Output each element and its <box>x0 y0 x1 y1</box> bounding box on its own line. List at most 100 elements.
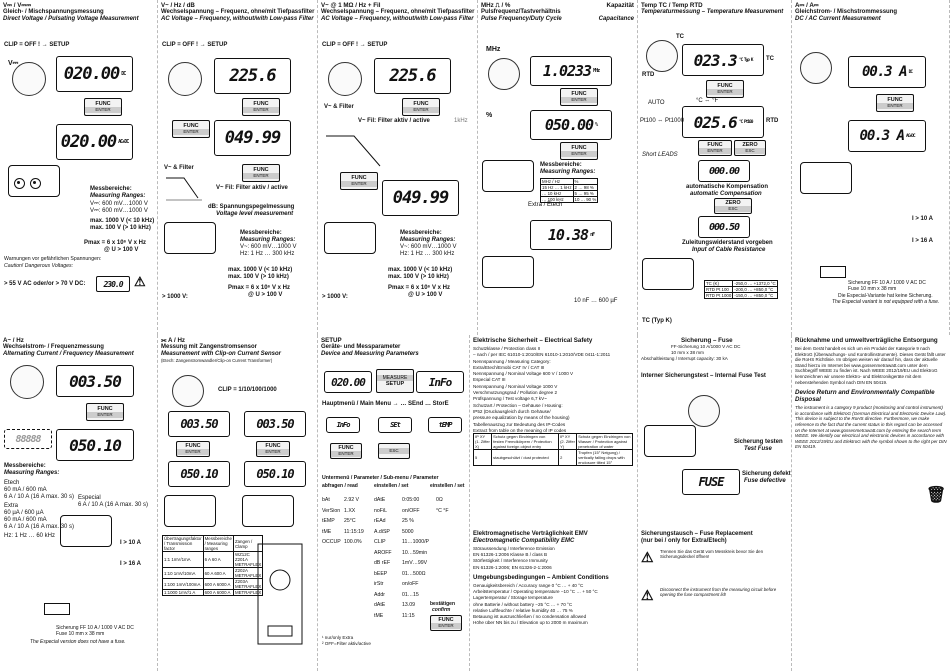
test-fuse-en: Test Fuse <box>744 446 772 452</box>
lcd-display-tc: 023.3 °C Typ K <box>682 44 764 76</box>
replace-text-de: Trennen Sie das Gerät vom Messkreis bevo… <box>660 549 764 560</box>
lcd-display-2: 003.50 <box>244 411 306 437</box>
capacitance-range: 10 nF … 600 µF <box>574 298 618 304</box>
etech-range-2: 6 A / 10 A (16 A max. 30 s) <box>4 494 75 500</box>
lcd-display-measure: 020.00 <box>324 371 372 393</box>
range-2: Hz: 1 Hz … 300 kHz <box>240 251 295 257</box>
ranges-de: Messbereiche: <box>540 162 582 168</box>
panel-setup: SETUP Geräte- und Messparameter Device a… <box>318 335 470 671</box>
submenu-title: Untermenü / Parameter / Sub-menu / Param… <box>322 475 439 481</box>
meter-jacks <box>60 515 112 547</box>
esc-button[interactable]: ESC <box>378 443 410 459</box>
rotary-switch[interactable] <box>488 58 520 90</box>
clip-note: CLIP = OFF ! → SETUP <box>322 42 388 48</box>
rotary-switch[interactable] <box>12 62 46 96</box>
lcd-display-ac: 225.6 <box>214 58 291 94</box>
rotary-switch[interactable] <box>800 52 832 84</box>
panel-line2: Pulse Frequency/Duty Cycle <box>481 16 562 22</box>
range-1: V~: 600 mV…1000 V <box>400 244 457 250</box>
warning-lcd: 230.0 <box>96 276 130 292</box>
meter-jacks <box>800 162 852 194</box>
lcd-display-1: 003.50 <box>168 411 230 437</box>
menu-item-temp[interactable]: tEMP <box>428 417 462 433</box>
panel-line1: Temperaturmessung – Temperature Measurem… <box>641 9 784 15</box>
mhz-label: MHz <box>486 46 501 53</box>
panel-temperature: Temp TC / Temp RTD Temperaturmessung – T… <box>638 0 792 335</box>
rotary-switch[interactable] <box>688 395 720 427</box>
ranges-en: Measuring Ranges: <box>540 169 596 175</box>
comp-en: automatic Compensation <box>690 191 762 197</box>
khz-label: 1kHz <box>454 118 468 124</box>
panel-title: V~ / Hz / dB <box>161 2 195 9</box>
lcd-display-dc: 020.00 DC <box>56 56 133 92</box>
fuse-note-en: The Especial variant is not equipped wit… <box>832 299 940 305</box>
jack-v[interactable] <box>14 178 25 189</box>
panel-title: Rücknahme und umweltverträgliche Entsorg… <box>795 337 938 344</box>
range-3: max. 1000 V (< 10 kHz) <box>228 267 293 273</box>
rotary-switch[interactable] <box>10 365 44 399</box>
lcd-display-hz: 049.99 <box>382 180 459 216</box>
lcd-display-rtd: 025.6 °C Pt100 <box>682 106 764 138</box>
lcd-display-comp: 000.00 <box>698 160 750 182</box>
lcd-unit: DC <box>121 71 126 77</box>
ranges-de: Messbereiche: <box>4 463 46 469</box>
test-fuse-de: Sicherung testen <box>734 439 783 445</box>
extra-range-1: 60 µA / 600 µA <box>4 510 44 516</box>
meter-jacks-2 <box>482 256 534 288</box>
unit-toggle: °C ⇔ °F <box>696 98 719 104</box>
etech-range-1: 60 mA / 600 mA <box>4 487 47 493</box>
menu-item-info[interactable]: InFo <box>326 417 360 433</box>
clip-note: CLIP = OFF ! → SETUP <box>162 42 228 48</box>
menu-item-set[interactable]: SEt <box>378 417 412 433</box>
col-set: einstellen / set <box>374 483 409 489</box>
rtd-label-2: RTD <box>766 118 779 124</box>
lcd-display-3: 050.10 <box>168 461 230 487</box>
rotary-switch[interactable] <box>328 62 362 96</box>
range-6: @ U > 100 V <box>408 292 443 298</box>
hz-range: Hz: 1 Hz … 60 kHz <box>4 533 56 539</box>
footnote-2: ² OFF=Filter aktiv/active <box>322 641 371 646</box>
ranges-en: Measuring Ranges: <box>4 470 60 476</box>
lcd-display-duty: 050.00 % <box>530 110 612 140</box>
rotary-switch[interactable] <box>172 375 204 407</box>
range-2: Hz: 1 Hz … 300 kHz <box>400 251 455 257</box>
fuse-defect-en: Fuse defective <box>744 478 786 484</box>
current-limit-10a: I > 10 A <box>120 540 141 546</box>
panel-line1: Gleich- / Mischspannungsmessung <box>3 9 104 15</box>
replace-title: Sicherungstausch – Fuse Replacement <box>641 531 753 537</box>
fuse-defect-de: Sicherung defekt <box>742 471 791 477</box>
filter-curve-icon <box>166 177 202 201</box>
rotary-switch[interactable] <box>168 62 202 96</box>
col-set-2: einstellen / set <box>430 483 465 489</box>
panel-title: ⫘ A / Hz <box>161 337 186 344</box>
rotary-switch[interactable] <box>646 40 678 72</box>
warning-threshold: > 1000 V: <box>162 294 188 300</box>
panel-line1: Pulsfrequenz/Tastverhältnis <box>481 9 561 15</box>
jack-com[interactable] <box>30 178 41 189</box>
lcd-display-4: 050.10 <box>244 461 306 487</box>
fuse-size: Fuse 10 mm x 38 mm <box>848 286 897 292</box>
